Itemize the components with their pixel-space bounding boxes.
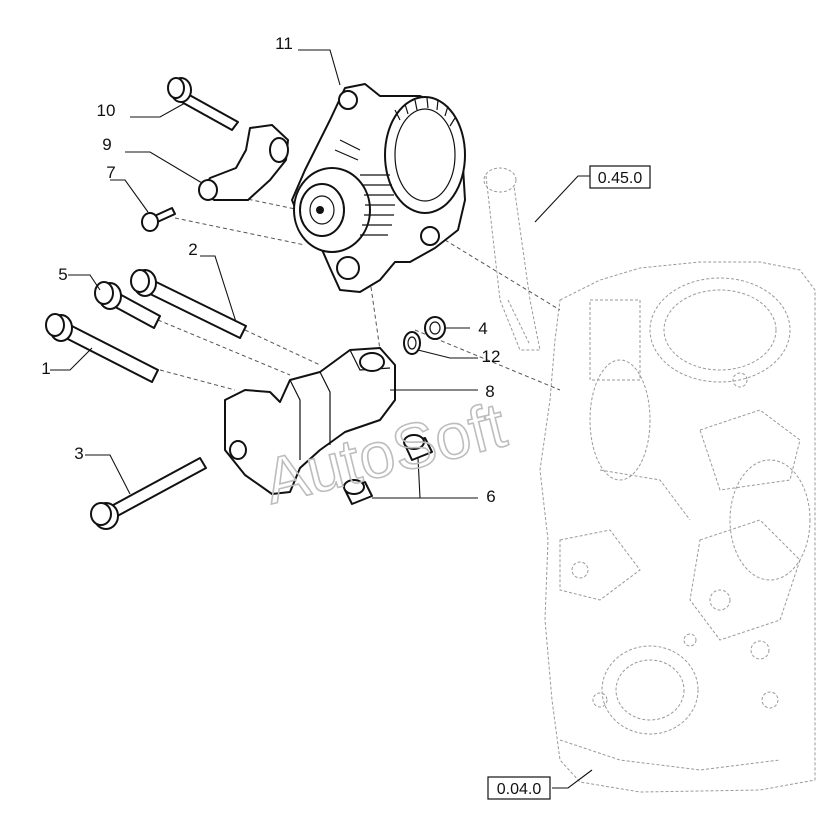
adjusting-link-ghost	[483, 167, 541, 351]
callout-9: 9	[102, 135, 111, 154]
reference-box-upper[interactable]: 0.45.0	[534, 165, 651, 223]
callout-5: 5	[58, 265, 67, 284]
reference-lower-label: 0.04.0	[497, 781, 542, 798]
nut-4	[424, 316, 470, 340]
callout-11: 11	[275, 34, 293, 53]
engine-block-ghost	[539, 261, 816, 793]
mount-bracket-8	[224, 347, 478, 495]
callout-8: 8	[485, 382, 494, 401]
callout-10: 10	[97, 101, 116, 120]
callout-6: 6	[486, 487, 495, 506]
bushings-6	[343, 434, 478, 505]
callout-2: 2	[188, 240, 197, 259]
screw-7	[110, 179, 176, 232]
bolt-10	[130, 77, 239, 131]
alternator	[291, 49, 466, 293]
callout-3: 3	[74, 444, 83, 463]
bolt-2	[130, 255, 247, 339]
assembly-lines	[157, 194, 561, 391]
washer-12	[403, 331, 478, 359]
callout-1: 1	[41, 359, 50, 378]
bracket-9	[125, 124, 289, 201]
bolt-3	[85, 454, 207, 530]
callout-12: 12	[482, 347, 501, 366]
callout-7: 7	[106, 163, 115, 182]
bolt-1	[45, 313, 159, 383]
callout-4: 4	[478, 319, 487, 338]
reference-upper-label: 0.45.0	[598, 170, 643, 187]
callout-labels: 11 10 9 7 2 5 1 3 4 12 8 6	[41, 34, 500, 506]
bolt-5	[68, 274, 161, 329]
reference-box-lower[interactable]: 0.04.0	[487, 769, 593, 800]
